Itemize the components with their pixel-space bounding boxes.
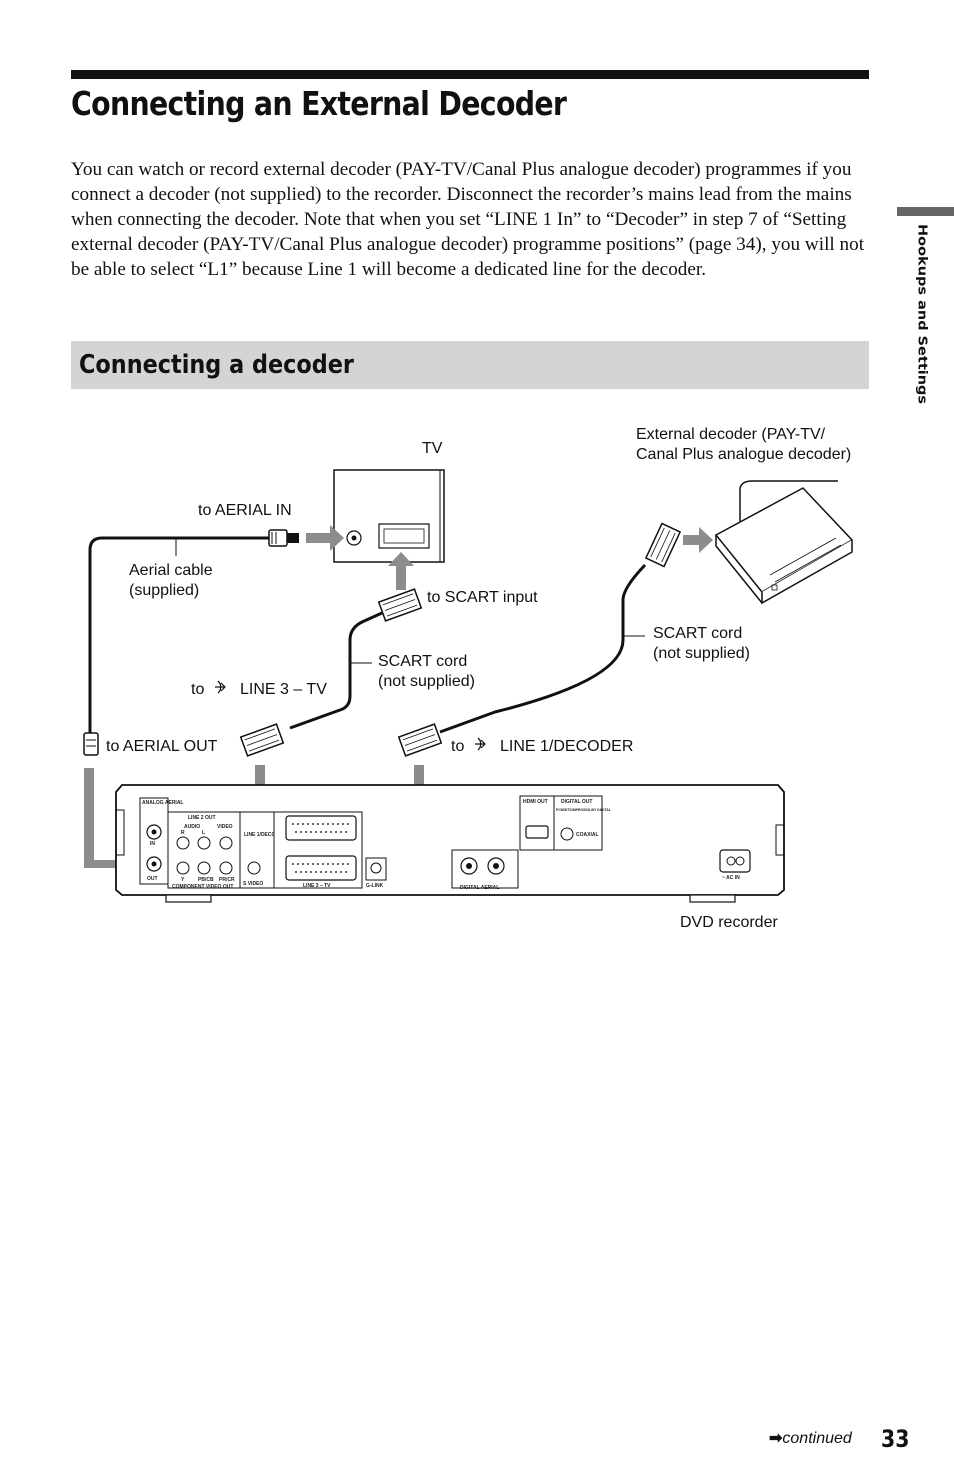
panel-pb-cb: PB/CB [198,877,214,883]
to-line1-prefix: to [451,738,464,755]
scart-plug-tv [377,588,423,622]
aerial-plug-top [268,529,299,547]
dvd-recorder-label: DVD recorder [680,914,778,931]
panel-line2-out: LINE 2 OUT [188,815,216,821]
panel-line3-tv: LINE 3 – TV [303,883,331,889]
continued-arrow-icon: ➡ [769,1430,783,1447]
panel-digital-aerial: DIGITAL AERIAL [460,885,499,891]
page-title: Connecting an External Decoder [71,84,567,123]
to-scart-input-label: to SCART input [427,589,538,606]
panel-component-video-out: COMPONENT VIDEO OUT [172,884,233,890]
panel-r: R [181,830,185,836]
section-title: Connecting a decoder [79,350,354,380]
panel-y: Y [181,877,185,883]
page-number: 33 [881,1425,910,1453]
continued-note: ➡continued [769,1428,852,1448]
to-aerial-in-label: to AERIAL IN [198,502,292,519]
line-input-icon [215,680,226,694]
line3-tv-label: LINE 3 – TV [240,681,327,698]
tv-label: TV [422,440,443,457]
tv-back-panel [333,469,445,563]
panel-line-decoder: LINE 1/DECODER [244,832,286,838]
aerial-cable-label-line2: (supplied) [129,582,199,599]
scart-plug-decoder [644,522,682,568]
intro-paragraph: You can watch or record external decoder… [71,159,865,280]
panel-ac-in: ~ AC IN [722,875,740,881]
panel-s-video: S VIDEO [243,881,263,887]
panel-hdmi-out: HDMI OUT [523,799,548,805]
scart-plug-line1 [397,723,443,757]
panel-analog-aerial: ANALOG AERIAL [142,800,183,806]
scart-cord-right-line1: SCART cord [653,625,742,642]
connection-diagram: TV External decoder (PAY-TV/ Canal Plus … [83,426,854,931]
scart-cord-right [439,563,647,734]
panel-g-link: G-LINK [366,883,384,889]
aerial-cable-label-line1: Aerial cable [129,562,213,579]
aerial-cable [88,536,176,733]
panel-audio: AUDIO [184,824,200,830]
decoder-label-line2: Canal Plus analogue decoder) [636,446,851,463]
decoder-label-line1: External decoder (PAY-TV/ [636,426,826,443]
title-rule [71,70,869,79]
panel-out: OUT [147,876,158,882]
panel-in: IN [150,841,155,847]
scart-cord-right-line2: (not supplied) [653,645,750,662]
to-aerial-out-label: to AERIAL OUT [106,738,218,755]
external-decoder-box [714,480,854,605]
scart-cord-left-line2: (not supplied) [378,673,475,690]
panel-digital-out: DIGITAL OUT [561,799,592,805]
side-tab-marker [897,207,954,216]
panel-l: L [202,830,205,836]
panel-pcm-note: PCM/DTS/MPEG/DOLBY DIGITAL [556,808,612,812]
line-input-icon [475,737,486,751]
scart-cord-left-line1: SCART cord [378,653,467,670]
continued-label: continued [782,1430,852,1447]
dvd-recorder-rear-panel: ANALOG AERIAL IN OUT LINE 2 OUT AUDIO VI… [115,784,785,903]
line1-decoder-label: LINE 1/DECODER [500,738,633,755]
section-header: Connecting a decoder [71,341,869,389]
scart-cord-left [289,611,383,730]
aerial-plug-bottom [83,732,99,756]
to-line3-prefix: to [191,681,204,698]
panel-pr-cr: PR/CR [219,877,235,883]
panel-coaxial: COAXIAL [576,832,599,838]
scart-plug-line3 [239,723,285,757]
side-tab-label: Hookups and Settings [915,224,929,405]
panel-video: VIDEO [217,824,233,830]
